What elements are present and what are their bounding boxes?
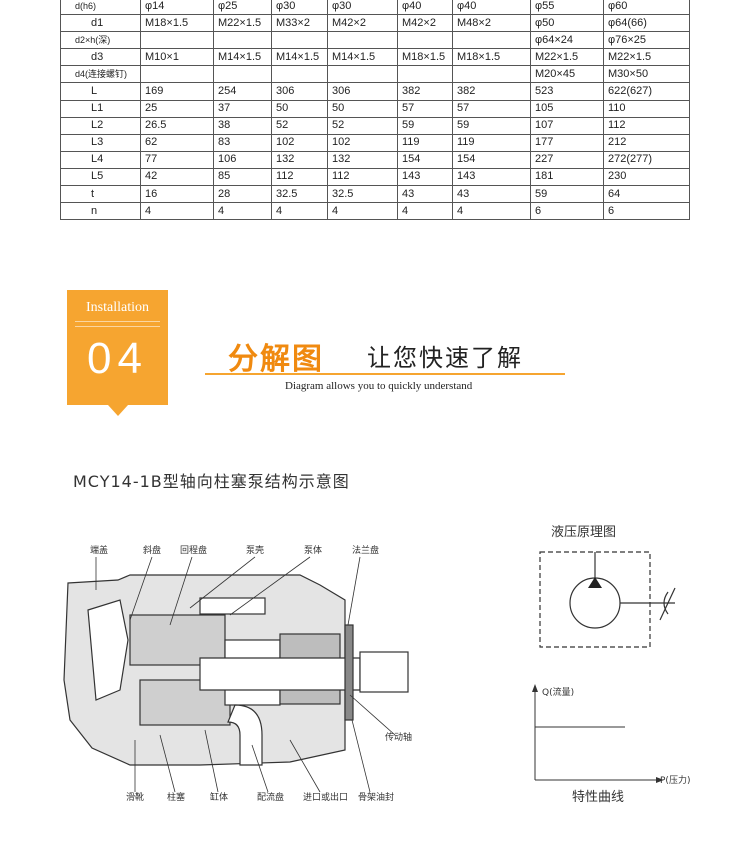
row-label: d1 — [60, 14, 141, 33]
badge-pointer — [108, 405, 128, 416]
label-plunger: 柱塞 — [167, 791, 185, 803]
label-return-plate: 回程盘 — [180, 544, 207, 556]
label-drive-shaft: 传动轴 — [385, 731, 412, 743]
table-cell: φ60 — [603, 0, 690, 16]
x-axis-arrow-icon — [656, 777, 664, 783]
leader-lines — [95, 556, 396, 793]
y-axis-arrow-icon — [532, 684, 538, 692]
table-cell: 112 — [271, 167, 328, 187]
table-cell: 254 — [213, 82, 272, 101]
label-swash-plate: 斜盘 — [143, 544, 161, 556]
label-valve-plate: 配流盘 — [257, 791, 284, 803]
table-cell: 42 — [140, 167, 214, 187]
characteristic-curve — [534, 688, 658, 781]
section-title: 分解图 — [228, 342, 324, 377]
table-cell: M22×1.5 — [213, 14, 272, 33]
table-cell: M48×2 — [452, 14, 531, 33]
table-cell: M42×2 — [397, 14, 453, 33]
table-cell: M33×2 — [271, 14, 328, 33]
hydraulic-symbol — [539, 551, 676, 648]
table-cell: 32.5 — [271, 185, 328, 204]
x-axis-label: P(压力) — [660, 774, 690, 786]
section-badge: Installation 04 — [67, 290, 168, 405]
badge-word: Installation — [86, 300, 149, 315]
label-pump-body: 泵体 — [304, 544, 322, 556]
principle-title: 液压原理图 — [551, 525, 616, 540]
table-cell: 4 — [452, 202, 531, 221]
table-cell: φ64×24 — [530, 31, 604, 50]
pump-arrow-icon — [588, 577, 602, 588]
pump-cross-section — [63, 574, 409, 766]
label-oil-seal: 骨架油封 — [358, 791, 394, 803]
table-cell: 6 — [603, 202, 690, 221]
table-cell: 132 — [271, 150, 328, 169]
label-inlet-outlet: 进口或出口 — [303, 791, 348, 803]
curve-caption: 特性曲线 — [572, 790, 624, 805]
table-cell: M10×1 — [140, 48, 214, 67]
label-cylinder: 缸体 — [210, 791, 228, 803]
table-cell: 43 — [452, 185, 531, 204]
label-end-cover: 端盖 — [90, 544, 108, 556]
diagram-title: MCY14-1B型轴向柱塞泵结构示意图 — [73, 472, 350, 491]
section-subtitle: Diagram allows you to quickly understand — [285, 380, 473, 392]
label-pump-housing: 泵壳 — [246, 544, 264, 556]
table-cell: 181 — [530, 167, 604, 187]
table-cell: 6 — [530, 202, 604, 221]
section-underline — [205, 373, 565, 375]
label-slipper: 滑靴 — [126, 791, 144, 803]
row-label: L4 — [60, 150, 141, 169]
badge-divider — [75, 321, 160, 327]
y-axis-label: Q(流量) — [542, 686, 574, 698]
table-cell: φ64(66) — [603, 14, 690, 33]
section-title-secondary: 让您快速了解 — [367, 344, 523, 372]
table-cell: 119 — [397, 133, 453, 152]
badge-number: 04 — [87, 334, 148, 383]
label-flange: 法兰盘 — [352, 544, 379, 556]
